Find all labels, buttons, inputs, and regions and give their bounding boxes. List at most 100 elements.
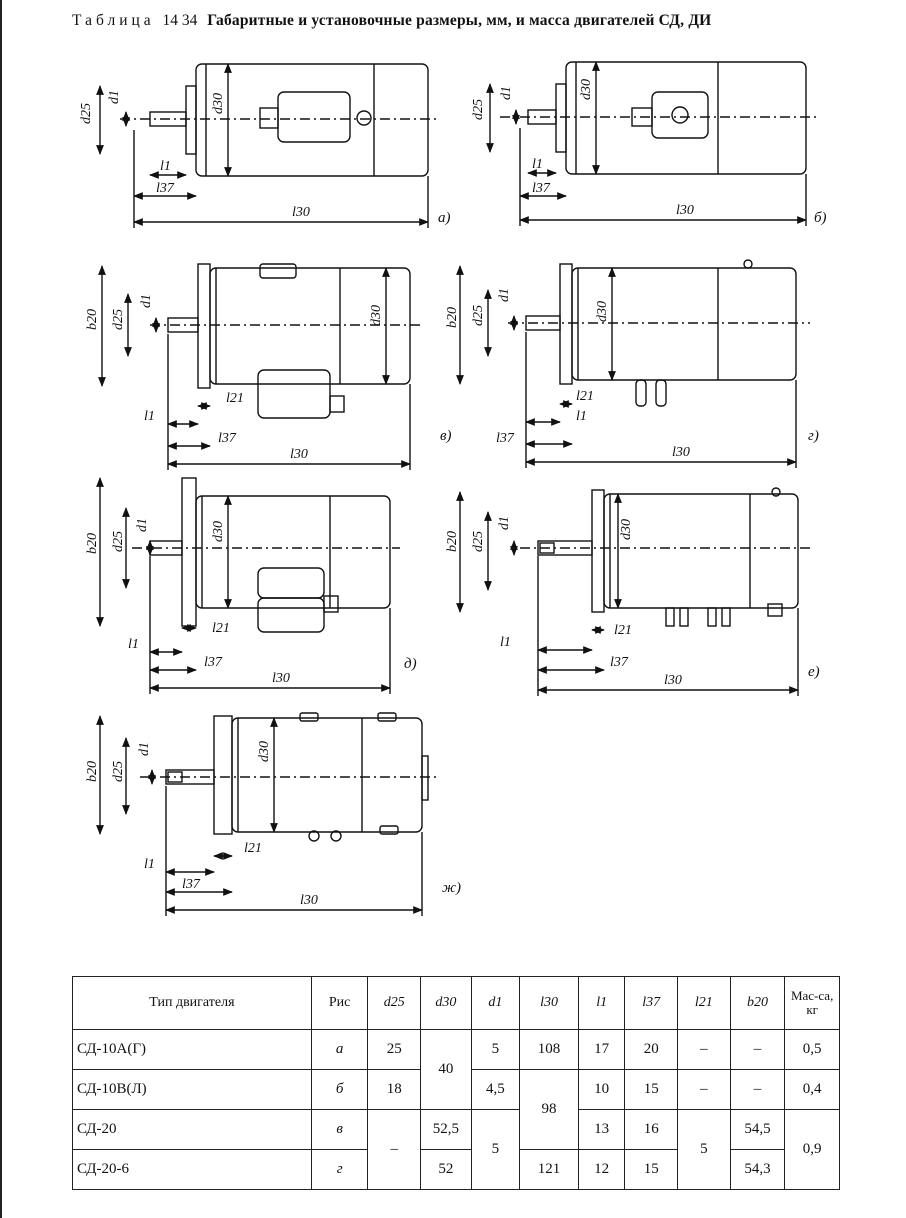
cell-b20: – [729,1069,786,1110]
figure-b: d25 d1 d30 l1 l37 l30 б) [471,61,827,226]
header-mass: Мас-са, кг [784,976,840,1030]
label-l1-zh: l1 [144,857,155,872]
label-l21-d: l21 [212,621,230,636]
cell-d1: 5 [470,1029,521,1070]
cell-fig: в [310,1109,369,1150]
figure-tag-v: в) [440,428,452,444]
cell-b20: 54,3 [729,1149,786,1190]
label-d1-zh: d1 [137,742,152,756]
header-d1: d1 [470,976,521,1030]
label-l1-d: l1 [128,637,139,652]
label-d30-a: d30 [211,93,226,114]
cell-l1: 12 [577,1149,626,1190]
cell-l21: 5 [677,1109,731,1190]
table-row: СД-10А(Г) а 25 40 5 108 17 20 – – 0,5 [72,1029,840,1110]
figure-e: b20 d25 d1 d30 l21 l1 l37 l30 е) [445,487,820,696]
cell-d30: 52,5 [420,1109,472,1150]
label-l1-g: l1 [576,409,587,424]
cell-type: СД-10А(Г) [72,1029,312,1070]
figure-a: d25 d1 d30 l1 l37 l30 а) [79,63,451,228]
label-d1-v: d1 [139,294,154,308]
label-d25-d: d25 [111,531,126,552]
label-d30-d: d30 [211,521,226,542]
figure-zh: b20 d25 d1 d30 l21 l1 l37 l30 ж) [85,712,461,916]
label-d1-g: d1 [497,288,512,302]
label-l37-a: l37 [156,181,175,196]
cell-d25: 18 [367,1069,422,1110]
cell-l37: 15 [624,1149,679,1190]
header-d30: d30 [420,976,472,1030]
cell-l1: 17 [577,1029,626,1070]
label-l30-v: l30 [290,447,308,462]
label-l37-d: l37 [204,655,223,670]
cell-type: СД-20 [72,1109,312,1150]
figure-tag-e: е) [808,664,820,680]
cell-d1: 5 [470,1109,521,1190]
header-b20: b20 [729,976,786,1030]
cell-l37: 16 [624,1109,679,1150]
cell-d25: – [367,1109,422,1190]
label-l30-zh: l30 [300,893,318,908]
figure-d: b20 d25 d1 d30 l21 l1 l37 l30 д) [85,477,417,694]
figure-tag-zh: ж) [442,880,461,896]
cell-l1: 10 [577,1069,626,1110]
cell-type: СД-20-6 [72,1149,312,1190]
cell-l30: 121 [519,1149,579,1190]
cell-mass: 0,9 [784,1109,840,1190]
cell-b20: 54,5 [729,1109,786,1150]
header-l37: l37 [624,976,679,1030]
header-l1: l1 [577,976,626,1030]
label-d25-e: d25 [471,531,486,552]
label-d25-zh: d25 [111,761,126,782]
label-l21-zh: l21 [244,841,262,856]
table-row: СД-20-6 г 52 121 12 15 54,3 [72,1149,840,1190]
label-l37-v: l37 [218,431,237,446]
label-d1-a: d1 [107,90,122,104]
label-d1-b: d1 [499,86,514,100]
figure-g: b20 d25 d1 d30 l21 l1 l37 l30 г) [445,259,819,468]
label-b20-e: b20 [445,531,460,552]
cell-mass: 0,4 [784,1069,840,1110]
label-l37-zh: l37 [182,877,201,892]
label-d25-a: d25 [79,103,94,124]
label-d30-v: d30 [369,305,384,326]
cell-l37: 20 [624,1029,679,1070]
label-d25-g: d25 [471,305,486,326]
caption-prefix: Таблица [72,12,155,29]
page-left-edge [0,0,2,1218]
label-l21-e: l21 [614,623,632,638]
label-l30-g: l30 [672,445,690,460]
figure-tag-g: г) [808,428,819,444]
label-d30-b: d30 [579,79,594,100]
cell-fig: б [310,1069,369,1110]
label-l21-v: l21 [226,391,244,406]
figure-tag-a: а) [438,210,451,226]
label-l21-g: l21 [576,389,594,404]
figure-v: b20 d25 d1 d30 l21 l1 l37 l30 в) [85,263,452,470]
header-l30: l30 [519,976,579,1030]
caption-title: Габаритные и установочные размеры, мм, и… [207,12,712,29]
label-l1-e: l1 [500,635,511,650]
label-d30-zh: d30 [257,741,272,762]
cell-type: СД-10В(Л) [72,1069,312,1110]
figure-tag-d: д) [404,656,417,672]
label-b20-d: b20 [85,533,100,554]
label-l37-g: l37 [496,431,515,446]
cell-b20: – [729,1029,786,1070]
cell-d1: 4,5 [470,1069,521,1110]
cell-fig: а [310,1029,369,1070]
header-type: Тип двигателя [72,976,312,1030]
cell-fig: г [310,1149,369,1190]
caption-number: 14 34 [162,12,198,29]
cell-d30: 52 [420,1149,472,1190]
label-l30-b: l30 [676,203,694,218]
table-header-row: Тип двигателя Рис d25 d30 d1 l30 l1 l37 … [72,976,840,1030]
label-d25-b: d25 [471,99,486,120]
header-fig: Рис [310,976,369,1030]
figure-tag-b: б) [814,210,827,226]
label-l1-b: l1 [532,157,543,172]
cell-d30: 40 [420,1029,472,1110]
label-l30-e: l30 [664,673,682,688]
label-d25-v: d25 [111,309,126,330]
cell-l21: – [677,1069,731,1110]
